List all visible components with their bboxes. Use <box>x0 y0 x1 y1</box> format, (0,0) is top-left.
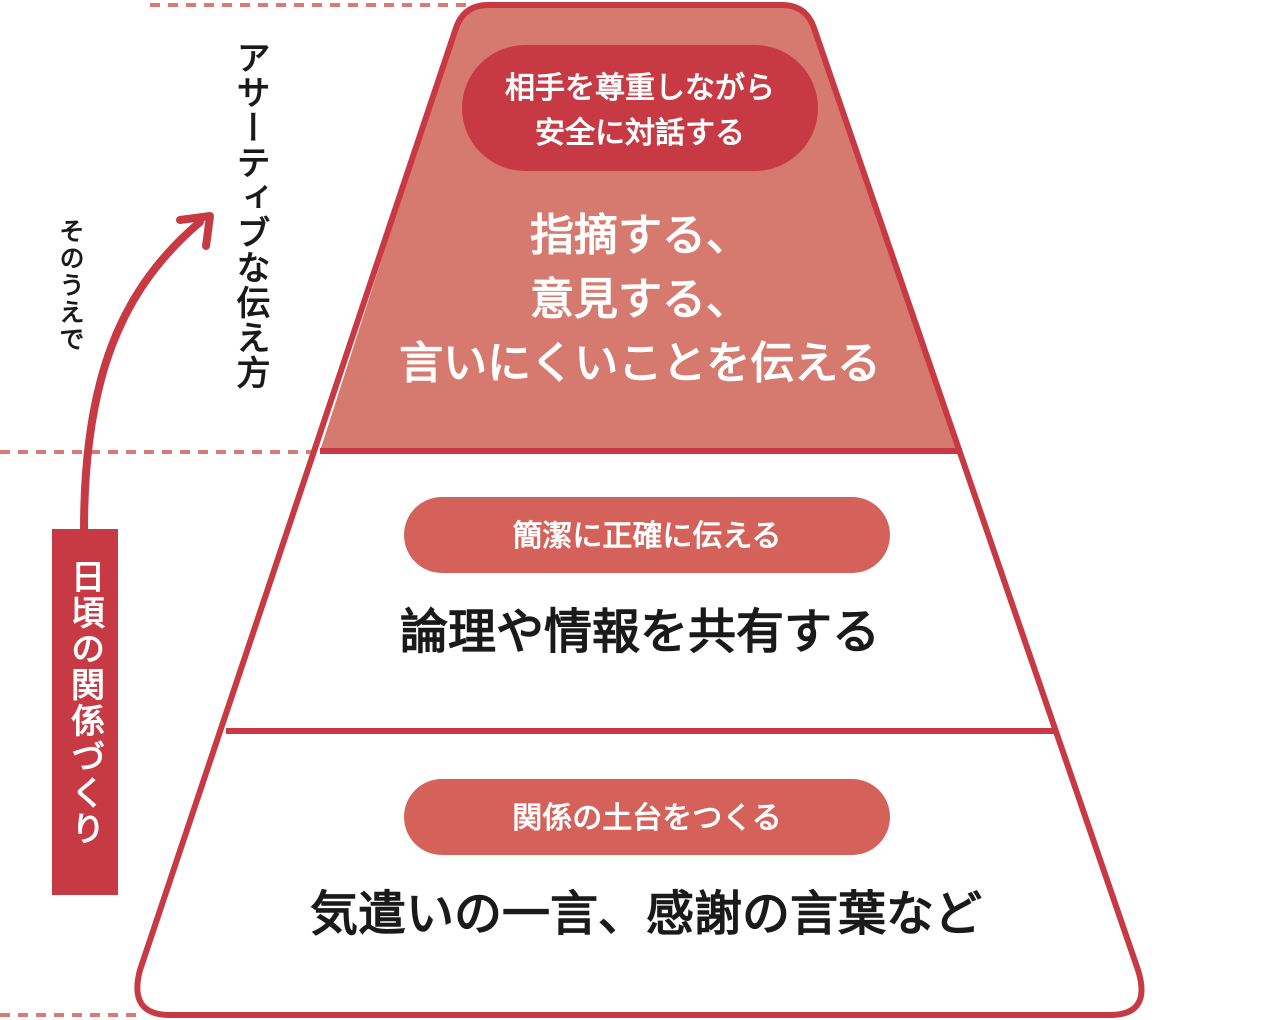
arrow-label: そのうえで <box>56 218 85 353</box>
bottom-pill-text: 関係の土台をつくる <box>512 801 781 836</box>
bottom-main: 気遣いの一言、感謝の言葉など <box>310 886 982 942</box>
middle-pill <box>404 497 890 573</box>
progress-arrow <box>80 218 204 534</box>
middle-pill-text: 簡潔に正確に伝える <box>512 519 781 554</box>
pyramid-outline <box>134 2 1145 1018</box>
progress-arrow-head-icon <box>176 212 214 250</box>
top-main-line2: 意見する、 <box>530 274 750 325</box>
top-pill-text-line1: 相手を尊重しながら <box>505 71 775 106</box>
bottom-pill <box>404 779 890 855</box>
assertive-label: アサーティブな伝え方 <box>230 40 270 390</box>
top-main-line1: 指摘する、 <box>530 210 750 261</box>
top-main-line3: 言いにくいことを伝える <box>399 338 881 389</box>
top-pill <box>462 45 818 171</box>
top-pill-text-line2: 安全に対話する <box>535 116 745 151</box>
middle-main: 論理や情報を共有する <box>400 604 880 660</box>
daily-relationship-box: 日頃の関係づくり <box>52 529 118 895</box>
daily-relationship-label: 日頃の関係づくり <box>64 559 105 847</box>
